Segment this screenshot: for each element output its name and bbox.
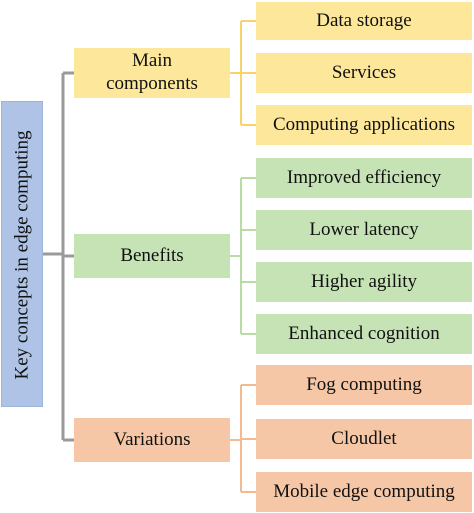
category-main-components-line-2: components [106, 73, 198, 94]
item-computing-applications: Computing applications [256, 105, 472, 145]
category-main-components-label: Main components [106, 50, 198, 96]
item-cloudlet-label: Cloudlet [331, 427, 397, 449]
item-fog-computing: Fog computing [256, 365, 472, 405]
item-data-storage: Data storage [256, 2, 472, 40]
item-mobile-edge-computing-label: Mobile edge computing [273, 480, 455, 502]
item-higher-agility-label: Higher agility [310, 270, 418, 292]
item-lower-latency: Lower latency [256, 210, 472, 250]
category-main-components-line-1: Main [131, 50, 173, 72]
item-enhanced-cognition-label: Enhanced cognition [288, 322, 440, 344]
item-enhanced-cognition: Enhanced cognition [256, 314, 472, 354]
root-label: Key concepts in edge computing [11, 130, 33, 380]
category-variations: Variations [74, 418, 230, 462]
item-cloudlet: Cloudlet [256, 419, 472, 459]
item-fog-computing-label: Fog computing [306, 373, 422, 395]
category-benefits-label: Benefits [120, 244, 184, 266]
item-improved-efficiency: Improved efficiency [256, 158, 472, 198]
item-data-storage-label: Data storage [316, 9, 412, 31]
category-benefits: Benefits [74, 234, 230, 278]
item-services: Services [256, 53, 472, 93]
category-main-components: Main components [74, 48, 230, 98]
item-mobile-edge-computing: Mobile edge computing [256, 472, 472, 512]
item-services-label: Services [331, 61, 397, 83]
item-lower-latency-label: Lower latency [309, 218, 419, 240]
item-improved-efficiency-label: Improved efficiency [286, 166, 442, 188]
item-higher-agility: Higher agility [256, 262, 472, 302]
root-node: Key concepts in edge computing [1, 101, 43, 407]
item-computing-applications-label: Computing applications [272, 113, 456, 135]
category-variations-label: Variations [113, 428, 191, 450]
